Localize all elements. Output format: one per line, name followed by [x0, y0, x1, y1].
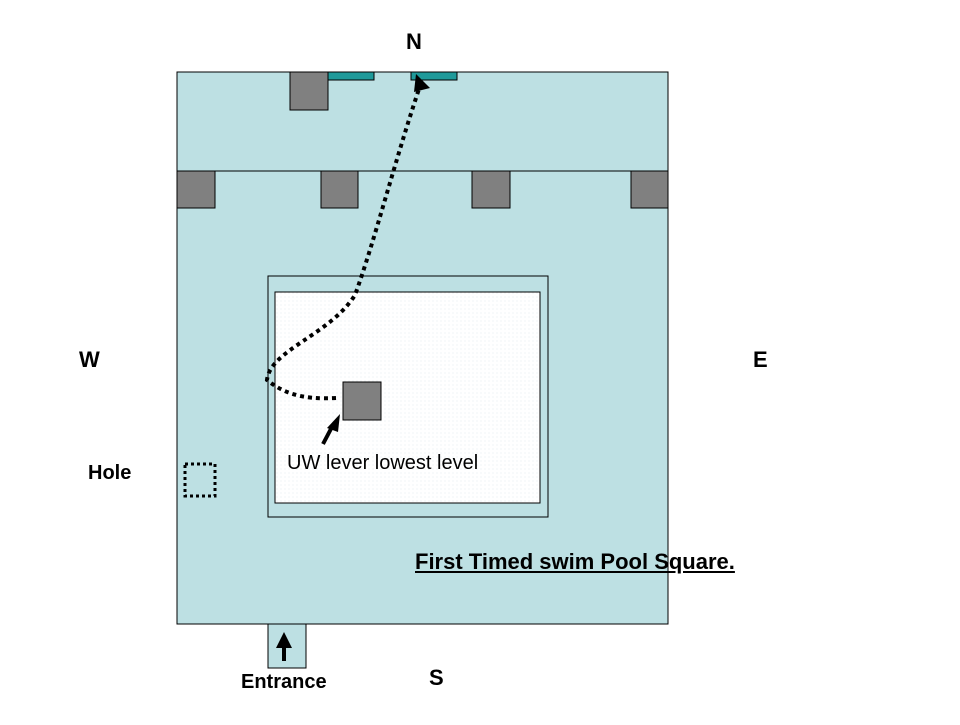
entrance-label: Entrance	[241, 671, 327, 693]
wall-block-2	[320, 170, 359, 209]
entrance-arrow-head	[276, 632, 292, 648]
diagram-title: First Timed swim Pool Square.	[415, 549, 735, 574]
compass-north: N	[406, 29, 422, 54]
compass-east: E	[753, 347, 768, 372]
top-block	[289, 71, 329, 111]
hole-marker	[183, 462, 217, 498]
lever-pointer-head	[327, 414, 340, 432]
compass-south: S	[429, 665, 444, 690]
wall-block-1	[176, 170, 216, 209]
lever-label: UW lever lowest level	[287, 452, 479, 474]
swim-path	[264, 85, 422, 401]
swim-path-arrow-head	[414, 74, 430, 92]
wall-block-3	[471, 170, 511, 209]
teal-marker-left	[327, 71, 375, 81]
uw-lever-block	[342, 381, 382, 421]
compass-west: W	[79, 347, 100, 372]
teal-marker-right	[410, 71, 458, 81]
hole-label: Hole	[88, 462, 132, 484]
wall-block-4	[630, 170, 669, 209]
